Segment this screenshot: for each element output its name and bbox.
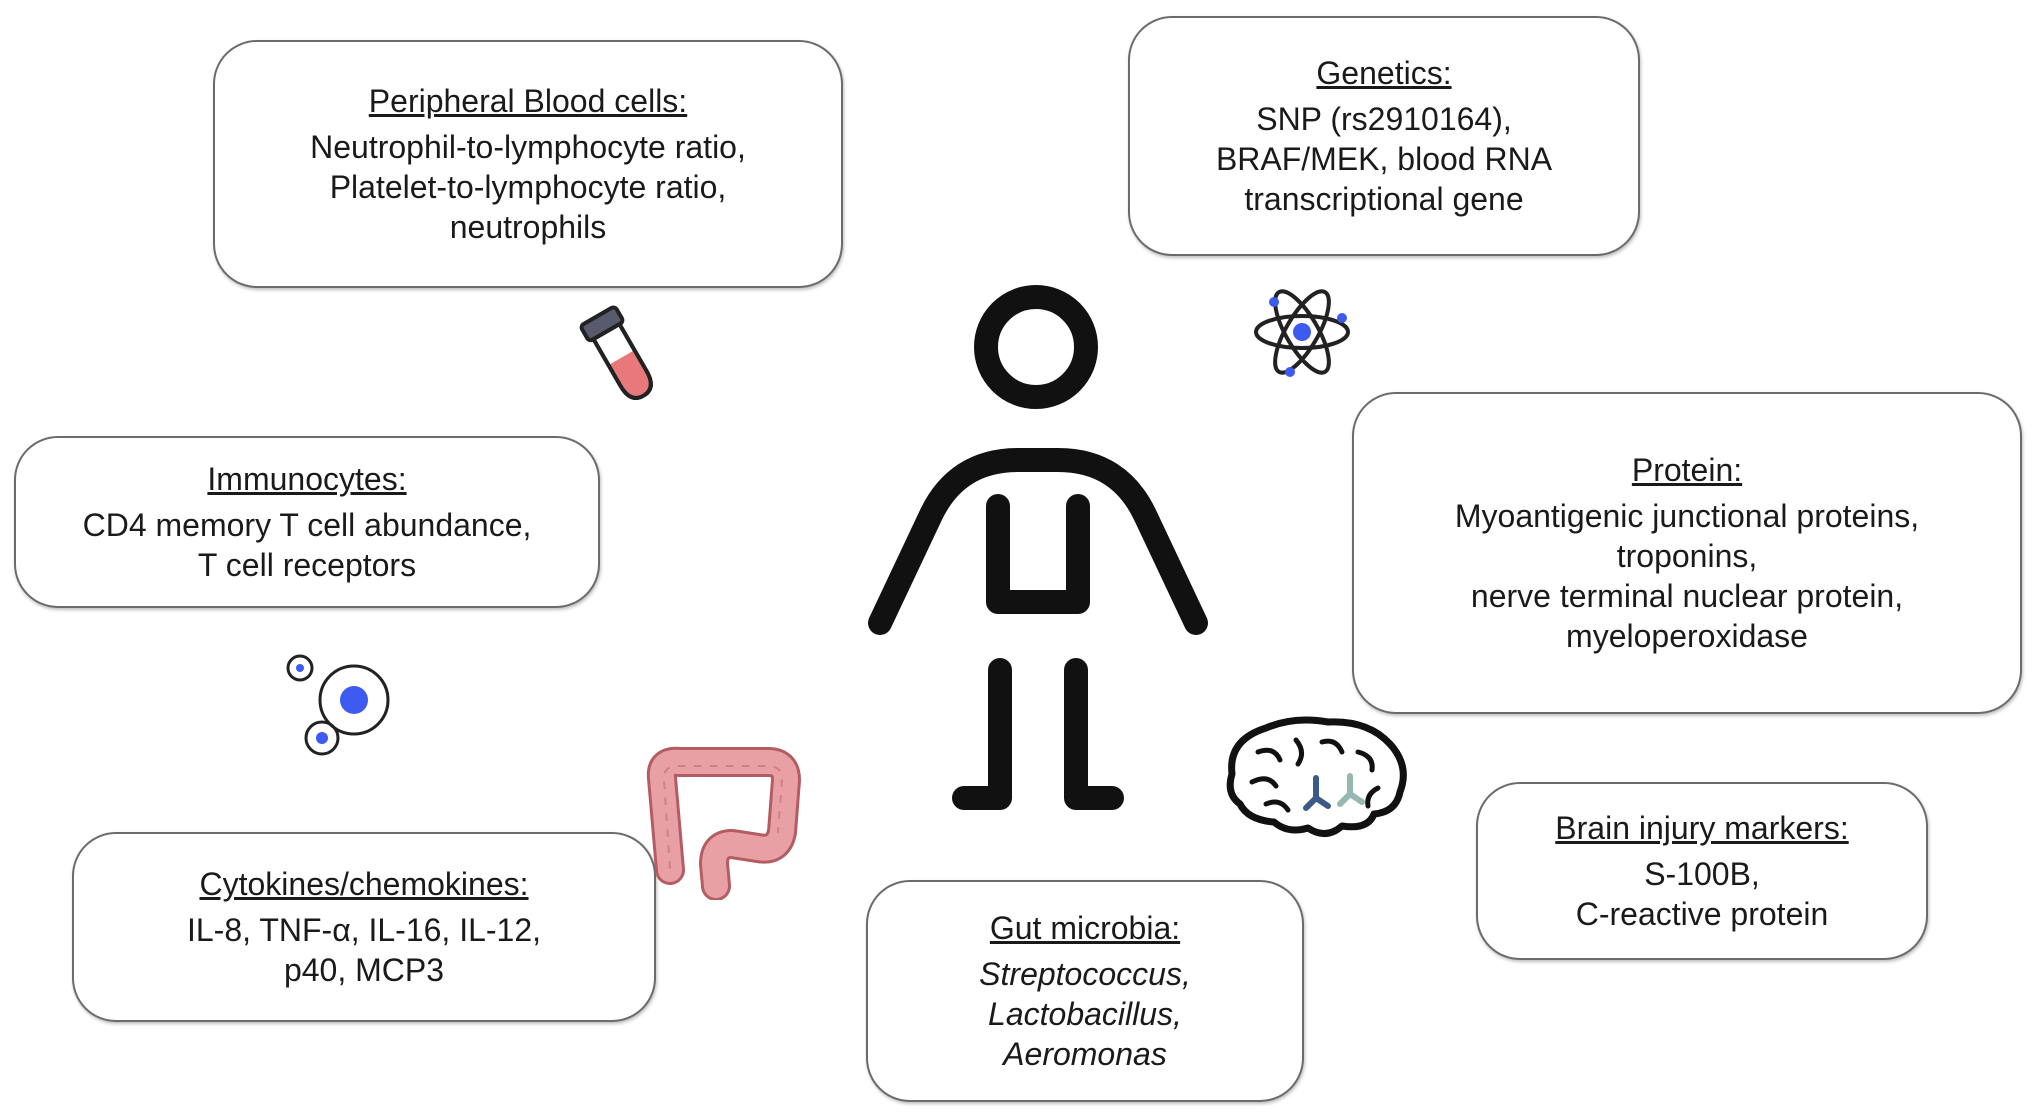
immunocytes-box: Immunocytes: CD4 memory T cell abundance… [14, 436, 600, 608]
box-line: Streptococcus, [979, 956, 1191, 992]
box-line: troponins, [1616, 538, 1758, 574]
genetics-box: Genetics: SNP (rs2910164), BRAF/MEK, blo… [1128, 16, 1640, 256]
box-line: Neutrophil-to-lymphocyte ratio, [310, 129, 746, 165]
box-line: Platelet-to-lymphocyte ratio, [329, 169, 727, 205]
box-line: S-100B, [1644, 856, 1760, 892]
box-line: myeloperoxidase [1566, 618, 1808, 654]
cytokines-box: Cytokines/chemokines: IL-8, TNF-α, IL-16… [72, 832, 656, 1022]
test-tube-icon [570, 300, 670, 410]
box-lines: Streptococcus, Lactobacillus, Aeromonas [979, 954, 1191, 1074]
box-title: Gut microbia: [989, 910, 1181, 946]
box-line: p40, MCP3 [283, 952, 445, 988]
box-title: Peripheral Blood cells: [368, 83, 688, 119]
box-line: CD4 memory T cell abundance, [82, 507, 532, 543]
box-title: Brain injury markers: [1555, 810, 1849, 846]
protein-box: Protein: Myoantigenic junctional protein… [1352, 392, 2022, 714]
box-line: SNP (rs2910164), [1256, 101, 1512, 137]
person-icon [868, 280, 1208, 820]
intestine-icon [640, 740, 808, 900]
box-title: Protein: [1631, 452, 1743, 488]
box-title: Immunocytes: [207, 461, 407, 497]
box-title: Cytokines/chemokines: [199, 866, 529, 902]
peripheral-blood-cells-box: Peripheral Blood cells: Neutrophil-to-ly… [213, 40, 843, 288]
box-line: T cell receptors [197, 547, 417, 583]
box-line: Aeromonas [1003, 1036, 1167, 1072]
brain-injury-markers-box: Brain injury markers: S-100B, C-reactive… [1476, 782, 1928, 960]
box-line: IL-8, TNF-α, IL-16, IL-12, [186, 912, 542, 948]
box-line: Myoantigenic junctional proteins, [1454, 498, 1920, 534]
box-line: transcriptional gene [1244, 181, 1524, 217]
box-line: nerve terminal nuclear protein, [1470, 578, 1904, 614]
box-line: C-reactive protein [1575, 896, 1829, 932]
brain-icon [1218, 712, 1414, 844]
box-line: neutrophils [449, 209, 607, 245]
gut-microbia-box: Gut microbia: Streptococcus, Lactobacill… [866, 880, 1304, 1102]
cells-icon [282, 650, 392, 760]
atom-icon [1250, 280, 1354, 384]
box-title: Genetics: [1316, 55, 1452, 91]
box-line: BRAF/MEK, blood RNA [1215, 141, 1553, 177]
box-line: Lactobacillus, [988, 996, 1182, 1032]
